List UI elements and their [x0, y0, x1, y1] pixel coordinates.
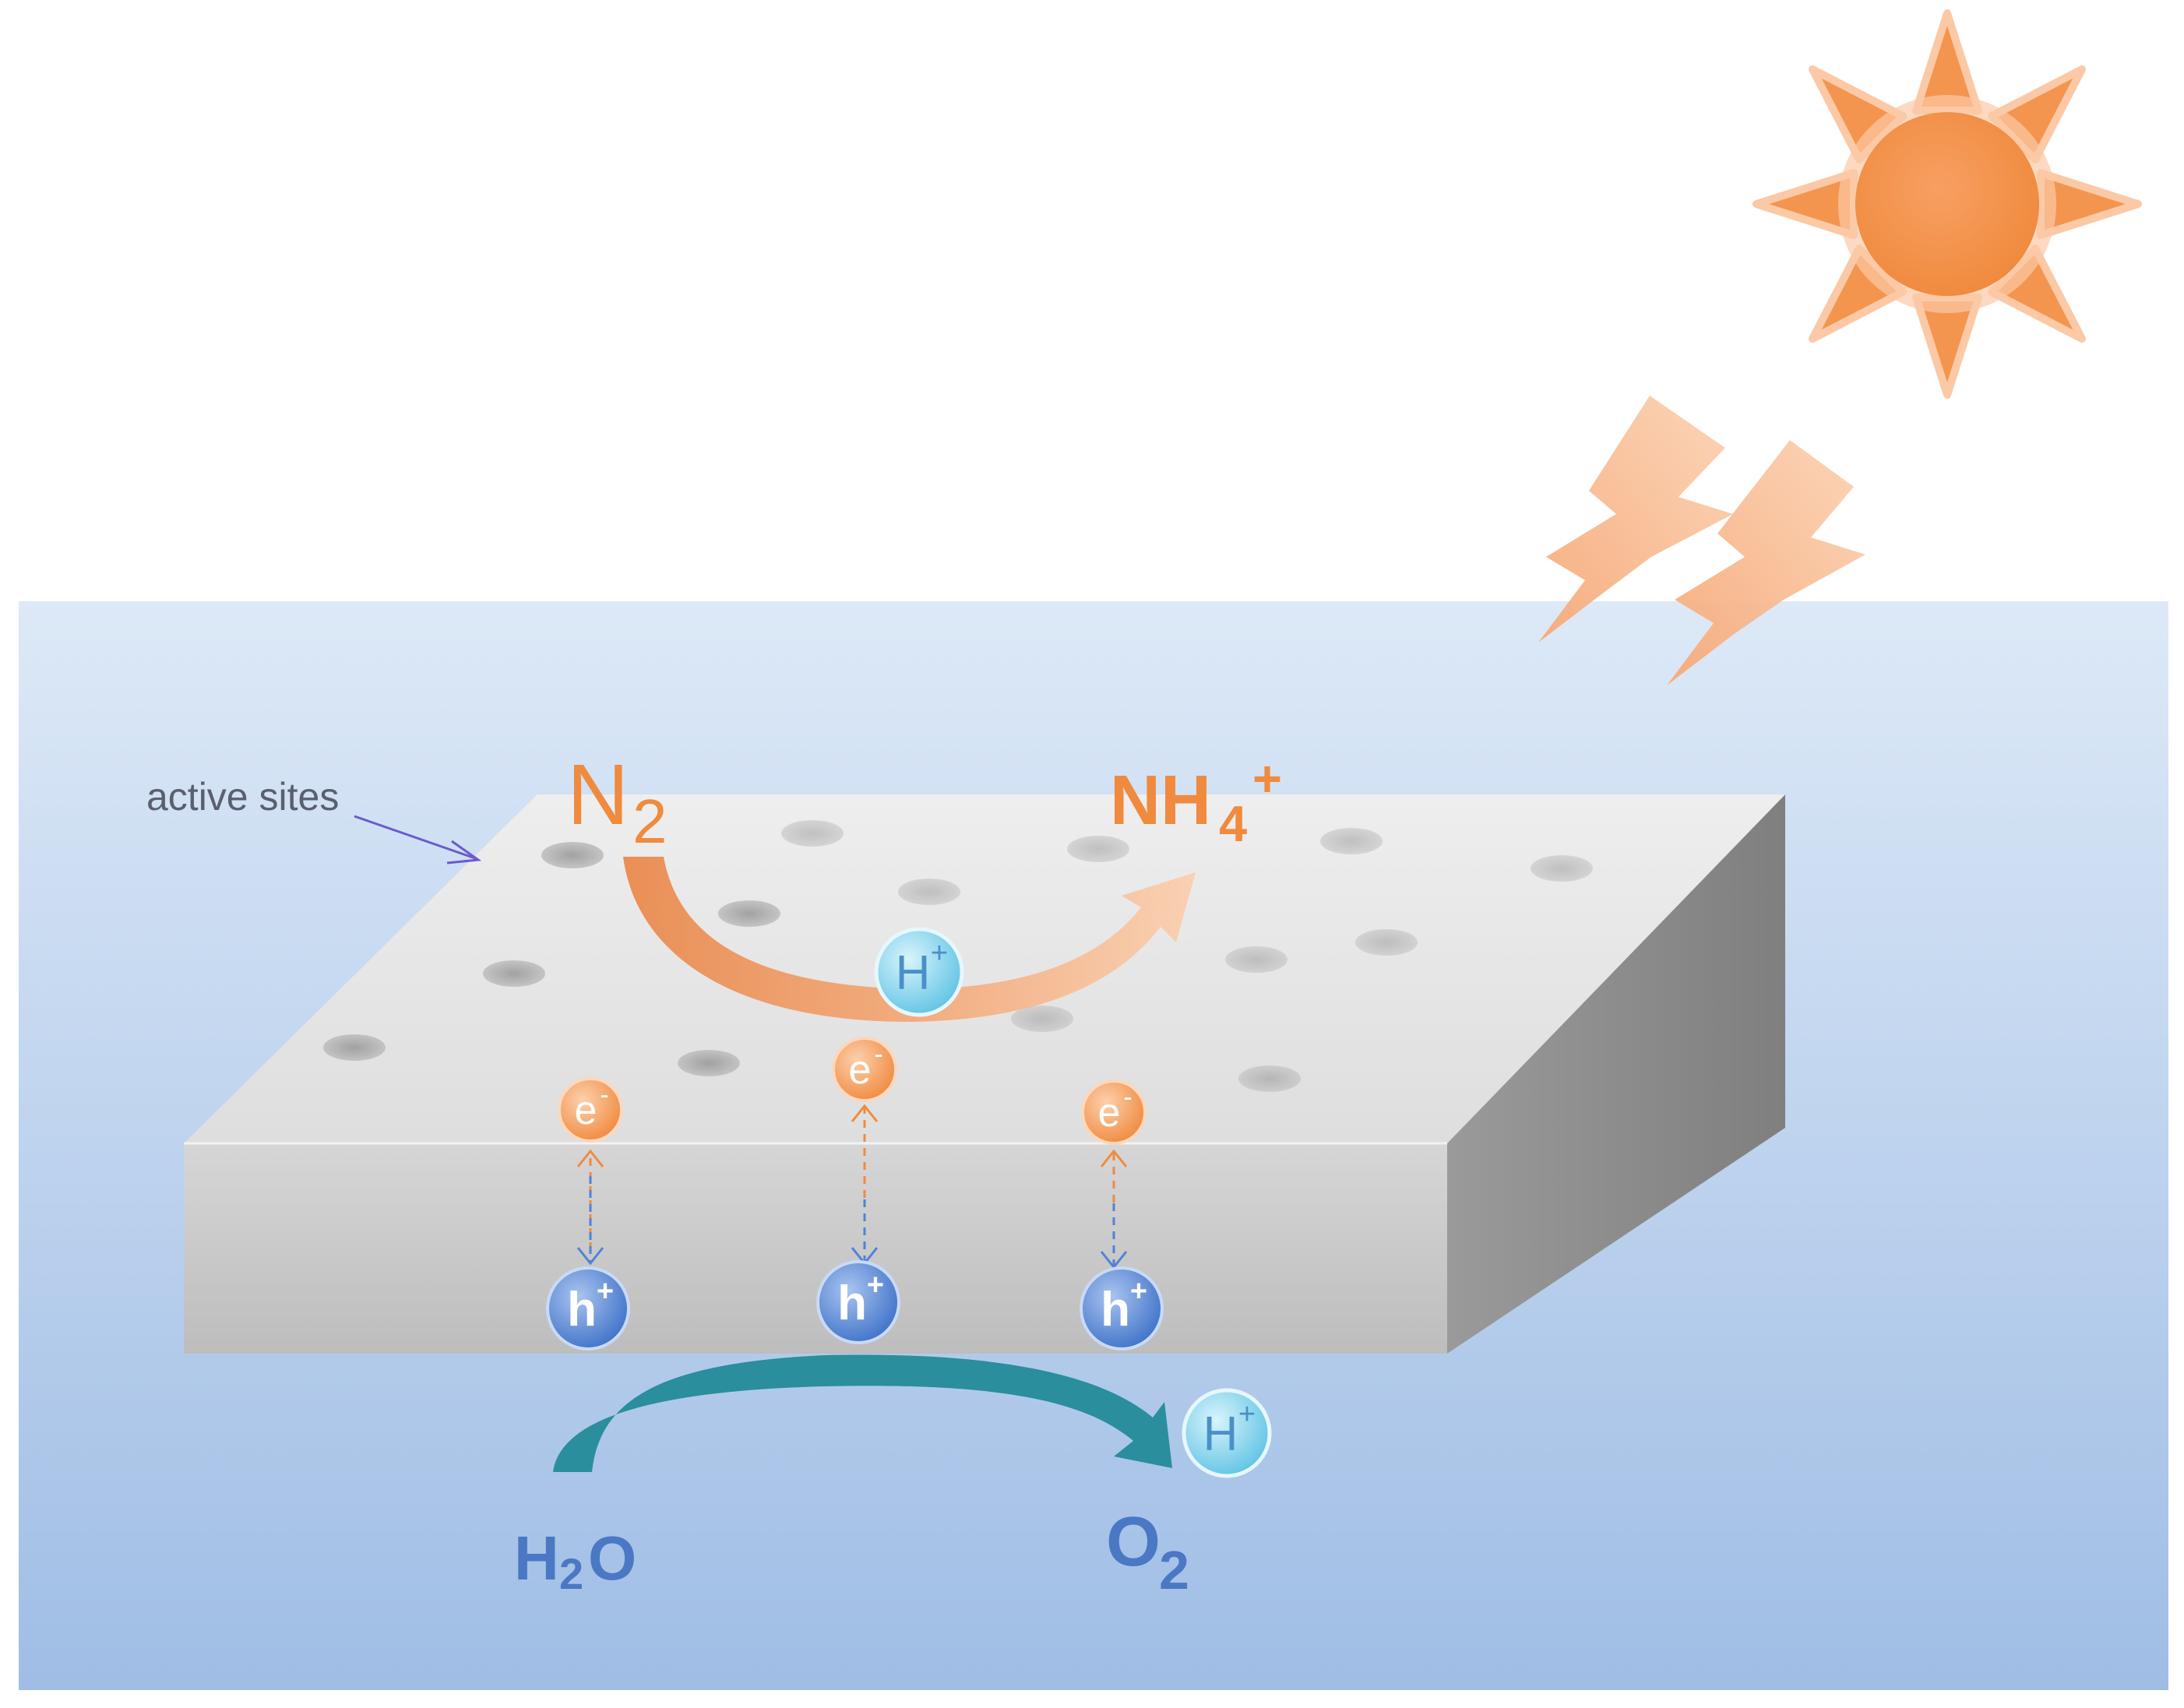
- hole-icon: h +: [816, 1260, 900, 1344]
- svg-text:2: 2: [559, 1549, 583, 1598]
- svg-text:e: e: [1098, 1090, 1121, 1136]
- svg-text:e: e: [575, 1088, 597, 1133]
- svg-text:2: 2: [1159, 1540, 1189, 1601]
- proton-icon: H +: [1182, 1388, 1272, 1478]
- svg-text:N: N: [567, 747, 629, 843]
- svg-text:-: -: [600, 1080, 608, 1110]
- svg-text:O: O: [588, 1523, 636, 1593]
- electron-icon: e -: [1081, 1079, 1147, 1145]
- active-sites: [323, 820, 1593, 1092]
- svg-text:e: e: [849, 1048, 872, 1093]
- svg-text:O: O: [1106, 1503, 1161, 1581]
- catalyst-slab-front: [184, 1143, 1447, 1354]
- svg-text:+: +: [867, 1269, 884, 1301]
- proton-icon: H +: [874, 927, 964, 1017]
- svg-text:-: -: [1123, 1083, 1132, 1112]
- hole-icon: h +: [1080, 1266, 1164, 1351]
- active-sites-label: active sites: [146, 775, 339, 819]
- svg-text:+: +: [1130, 1275, 1147, 1308]
- hole-icon: h +: [546, 1266, 630, 1351]
- h2o-to-o2-arrow: [553, 1354, 1172, 1472]
- h2o-label: H 2 O: [514, 1523, 636, 1598]
- svg-text:+: +: [931, 937, 948, 970]
- active-sites-pointer: [354, 815, 476, 860]
- nh4-label: NH 4 +: [1110, 750, 1282, 852]
- svg-text:+: +: [1252, 750, 1282, 807]
- svg-text:H: H: [1203, 1407, 1238, 1461]
- svg-text:h: h: [1101, 1283, 1130, 1336]
- sun-icon: [1752, 9, 2142, 399]
- svg-text:h: h: [567, 1283, 597, 1336]
- electron-icon: e -: [558, 1077, 623, 1143]
- svg-text:H: H: [896, 946, 931, 1000]
- svg-text:+: +: [1238, 1398, 1256, 1431]
- n2-label: N 2: [567, 747, 668, 856]
- catalyst-slab-side: [1447, 794, 1785, 1354]
- svg-text:H: H: [514, 1523, 559, 1593]
- charge-separation-arrows: [576, 1104, 1128, 1270]
- electron-icon: e -: [832, 1037, 897, 1102]
- svg-text:4: 4: [1219, 795, 1247, 852]
- svg-text:-: -: [874, 1040, 882, 1069]
- o2-label: O 2: [1106, 1503, 1189, 1601]
- svg-text:NH: NH: [1110, 762, 1211, 840]
- svg-text:h: h: [837, 1277, 867, 1330]
- n2-to-nh4-arrow: [623, 857, 1196, 1022]
- light-ray-icon: [1538, 396, 1733, 643]
- svg-text:2: 2: [632, 787, 668, 856]
- light-ray-icon: [1667, 440, 1865, 685]
- catalyst-slab-top: [184, 794, 1785, 1143]
- svg-text:+: +: [597, 1275, 614, 1308]
